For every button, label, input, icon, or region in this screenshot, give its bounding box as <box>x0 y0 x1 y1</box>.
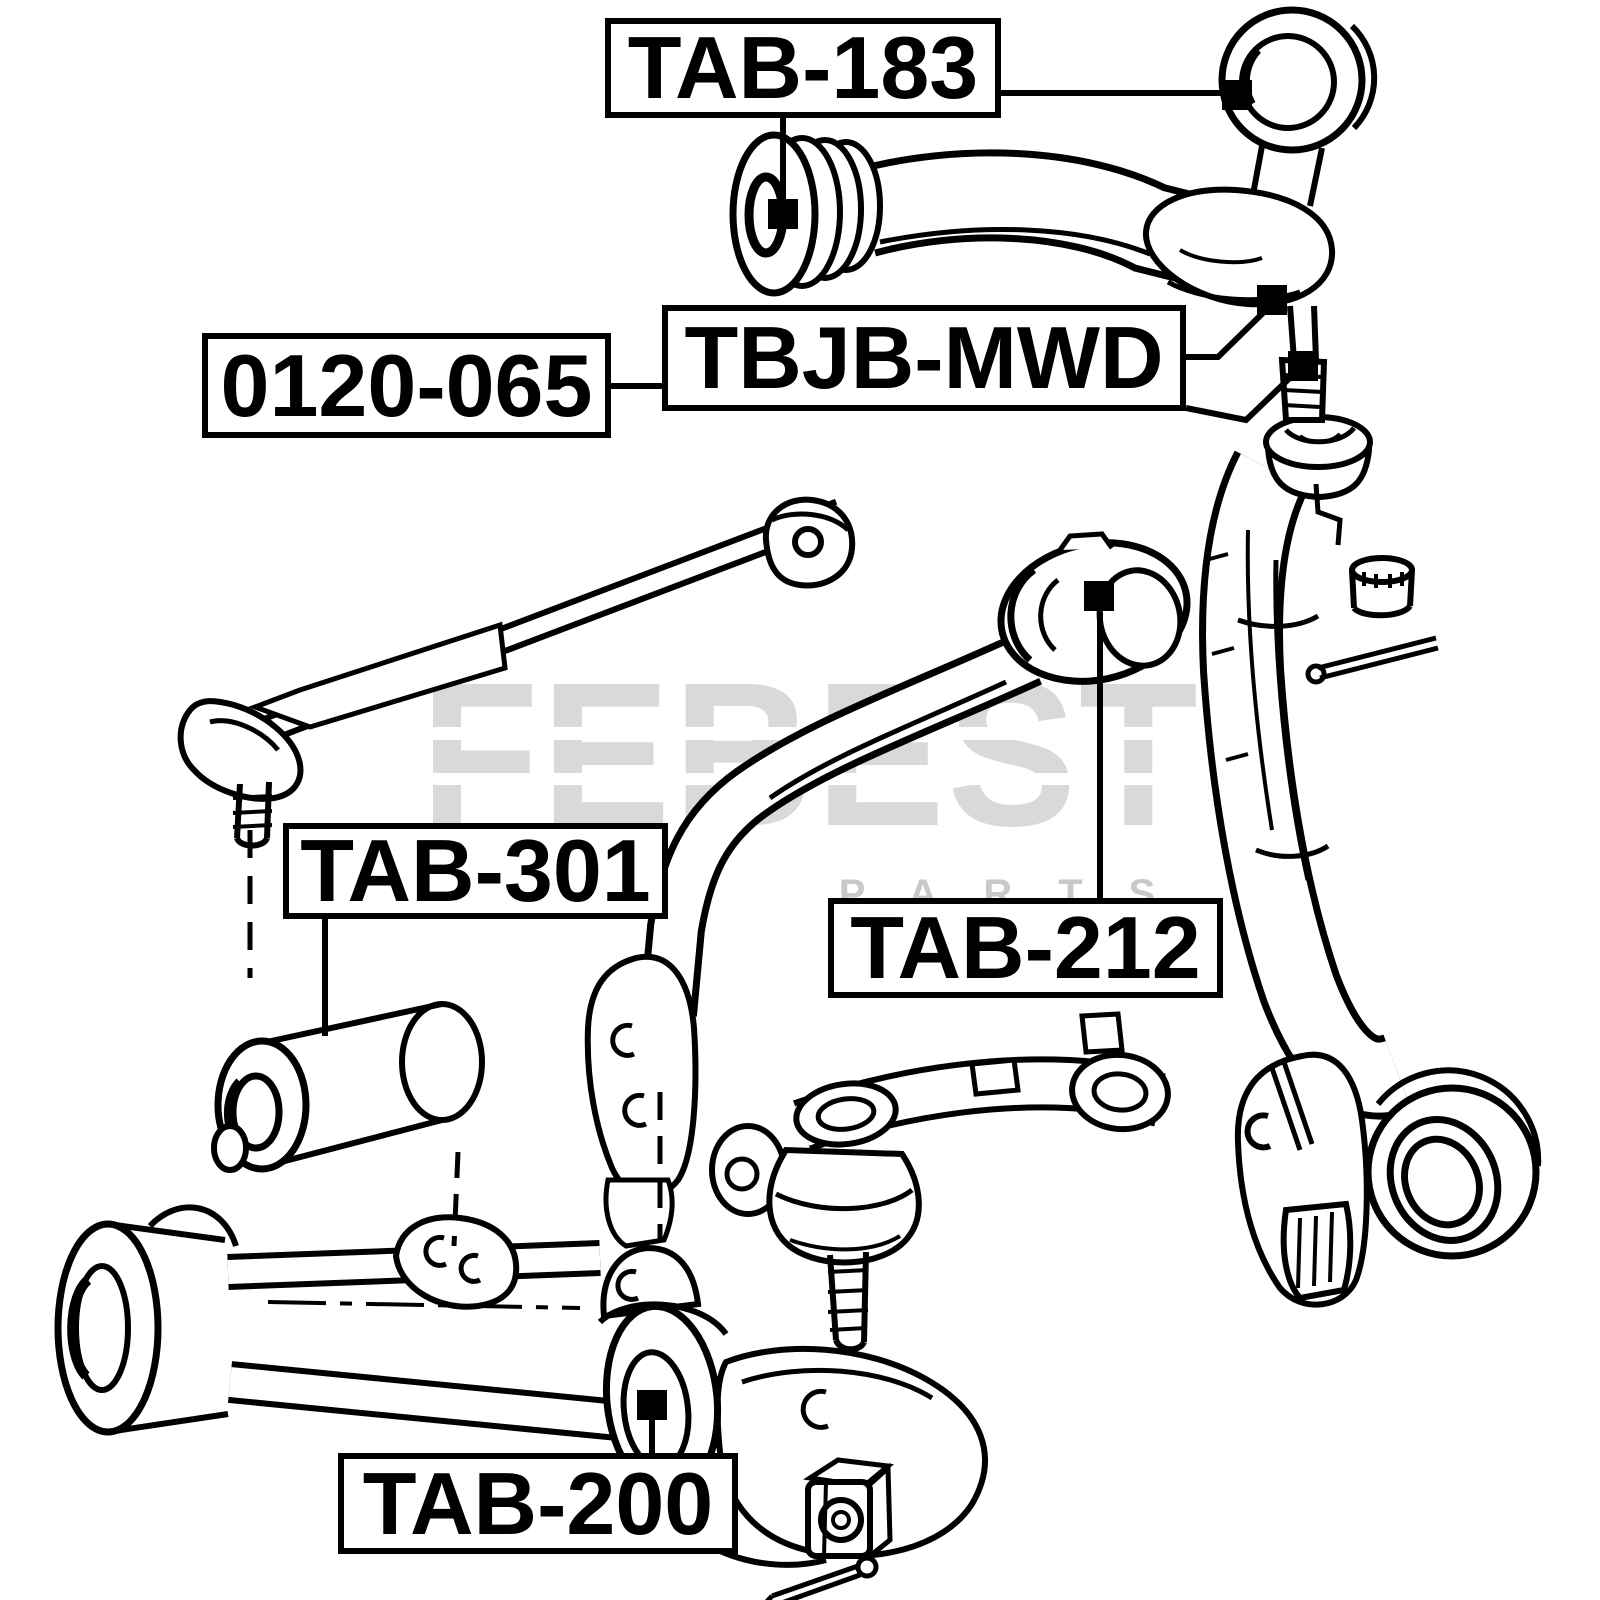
upper-control-arm-drawing <box>729 6 1378 423</box>
part-label-tab-183: TAB-183 <box>605 18 1001 118</box>
stabilizer-bushing-drawing <box>803 1457 895 1562</box>
steering-knuckle-drawing <box>1199 414 1542 1308</box>
part-label-tab-212: TAB-212 <box>828 898 1223 998</box>
leader-lines <box>322 90 1299 1453</box>
part-label-0120-065: 0120-065 <box>202 333 611 438</box>
part-label-tab-200: TAB-200 <box>338 1453 738 1554</box>
assembly-dashed-lines <box>247 830 663 1247</box>
strut-rod-drawing <box>177 496 856 849</box>
knuckle-arm-ball-joint-drawing <box>709 1011 1171 1353</box>
part-label-tbjb-mwd: TBJB-MWD <box>662 305 1186 411</box>
part-label-tab-301: TAB-301 <box>283 821 668 920</box>
cotter-pin-drawing <box>764 1555 879 1600</box>
strut-rod-bushing-drawing <box>211 1001 485 1173</box>
part-markers <box>637 80 1318 1420</box>
caster-arm-drawing <box>584 531 1191 1249</box>
